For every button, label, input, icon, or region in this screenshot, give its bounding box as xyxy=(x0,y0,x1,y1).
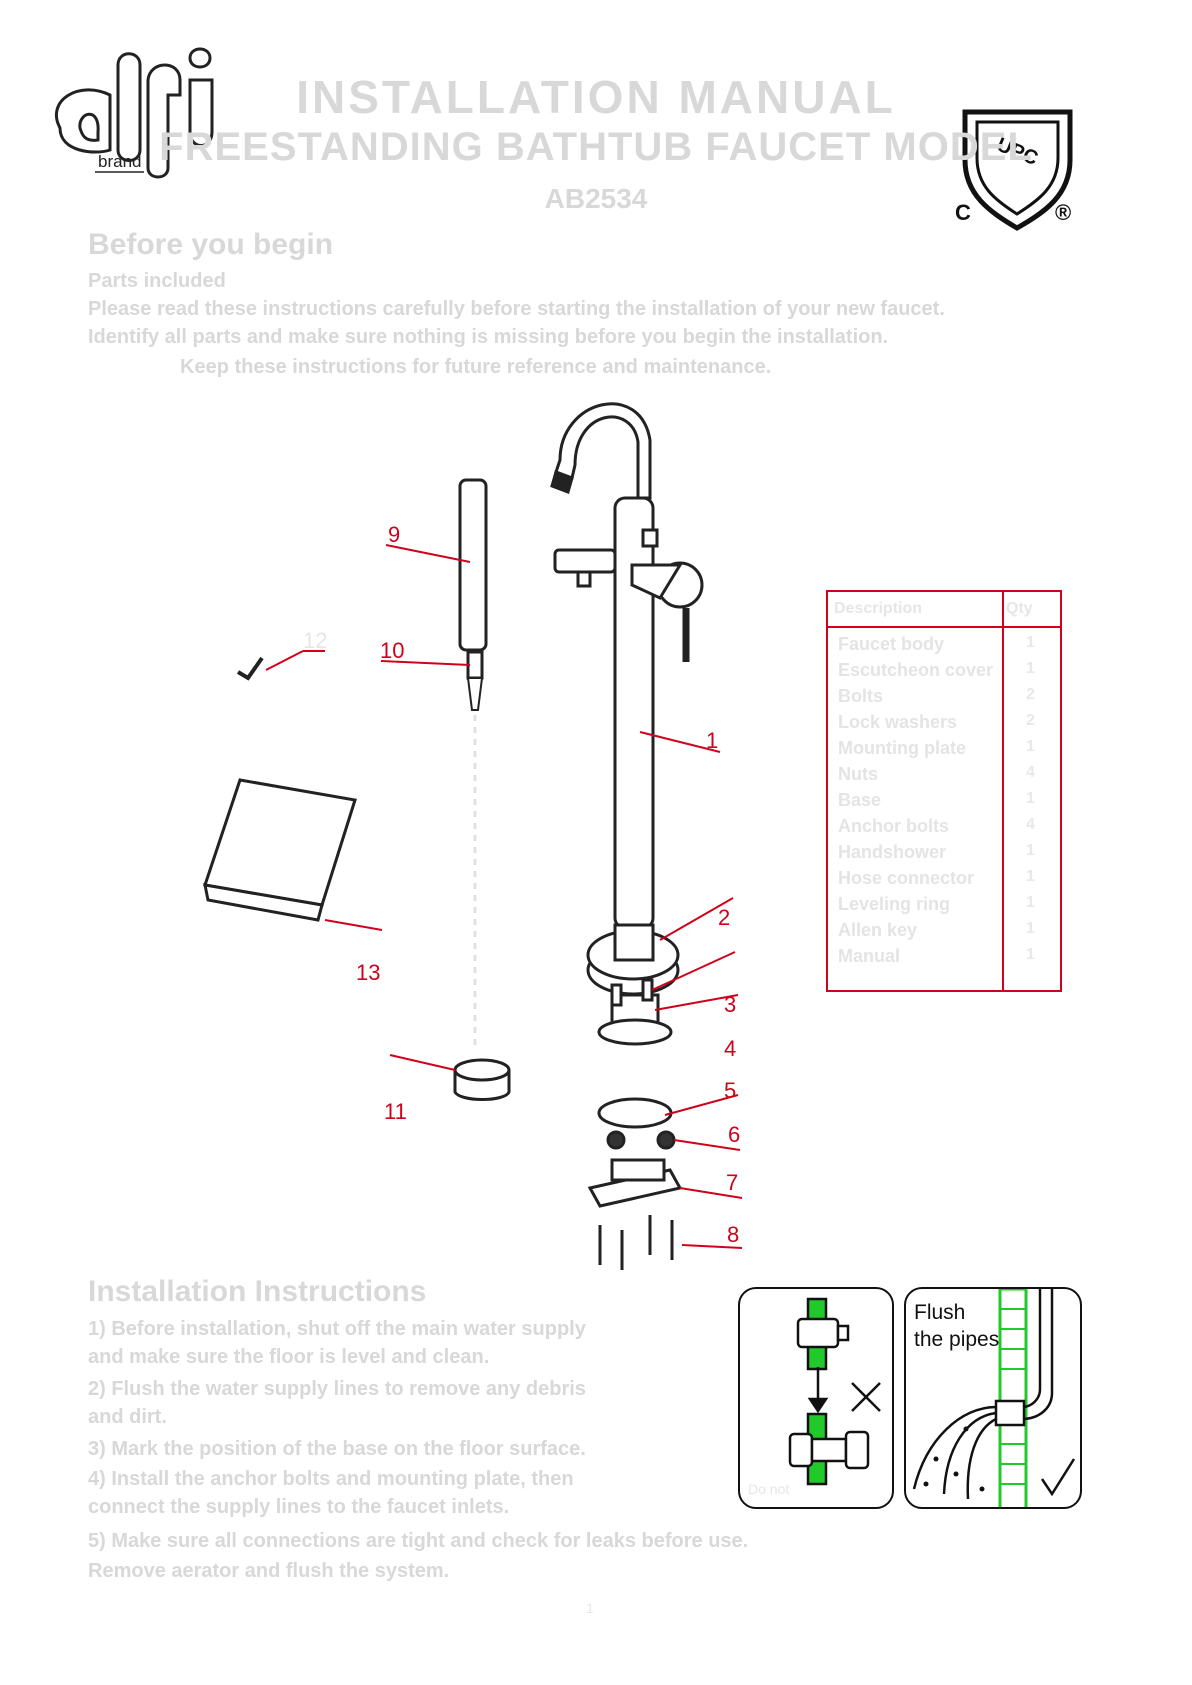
parts-qty: 2 xyxy=(1026,712,1035,729)
callout-3: 3 xyxy=(724,992,736,1017)
intro-line-3: Keep these instructions for future refer… xyxy=(180,356,772,378)
handshower xyxy=(458,478,488,652)
instruction-line: 4) Install the anchor bolts and mounting… xyxy=(88,1468,574,1490)
logo-brand-text: brand xyxy=(98,152,141,171)
section-heading-installation: Installation Instructions xyxy=(88,1275,427,1308)
parts-row: Base xyxy=(838,790,882,810)
callout-12: 12 xyxy=(303,628,327,653)
parts-qty: 1 xyxy=(1026,738,1035,755)
instruction-line: and dirt. xyxy=(88,1406,167,1428)
parts-row: Anchor bolts xyxy=(838,816,949,836)
mounting-plate xyxy=(597,1097,673,1129)
callout-8: 8 xyxy=(727,1222,739,1247)
instruction-line: 3) Mark the position of the base on the … xyxy=(88,1438,586,1460)
parts-qty: 1 xyxy=(1026,660,1035,677)
flush-label: Flush the pipes xyxy=(914,1299,999,1353)
parts-row: Manual xyxy=(838,946,901,966)
warning-caption: Do not xyxy=(748,1481,789,1497)
incorrect-installation-figure: Do not xyxy=(738,1287,894,1509)
parts-qty: 1 xyxy=(1026,946,1035,963)
alfi-brand-logo: brand xyxy=(54,47,214,179)
instruction-line: 2) Flush the water supply lines to remov… xyxy=(88,1378,586,1400)
manual-title: INSTALLATION MANUAL xyxy=(296,71,896,123)
intro-line-1: Please read these instructions carefully… xyxy=(88,298,945,320)
allen-key xyxy=(236,656,264,681)
flush-pipes-figure: Flush the pipes xyxy=(904,1287,1082,1509)
model-number: AB2534 xyxy=(544,183,648,214)
parts-row: Faucet body xyxy=(838,634,945,654)
parts-row: Allen key xyxy=(838,920,918,940)
parts-row: Mounting plate xyxy=(838,738,966,758)
callout-7: 7 xyxy=(726,1170,738,1195)
instruction-line: 1) Before installation, shut off the mai… xyxy=(88,1318,586,1340)
parts-qty: 1 xyxy=(1026,920,1035,937)
parts-qty: 1 xyxy=(1026,842,1035,859)
parts-row: Lock washers xyxy=(838,712,958,732)
parts-qty: 4 xyxy=(1026,816,1035,833)
exploded-parts-drawing: 9 10 12 1 2 13 3 4 5 11 6 7 8 xyxy=(203,402,743,1270)
parts-row: Bolts xyxy=(838,686,883,706)
manual-booklet xyxy=(203,778,357,907)
parts-row: Handshower xyxy=(838,842,947,862)
callout-10: 10 xyxy=(380,638,404,663)
section-subheading-parts: Parts included xyxy=(88,270,226,292)
parts-col-qty: Qty xyxy=(1006,600,1033,617)
parts-qty: 1 xyxy=(1026,894,1035,911)
section-heading-before: Before you begin xyxy=(88,228,334,261)
parts-row: Leveling ring xyxy=(838,894,951,914)
parts-row: Escutcheon cover xyxy=(838,660,994,680)
upc-c-text: C xyxy=(955,200,971,225)
parts-qty: 1 xyxy=(1026,868,1035,885)
parts-qty: 1 xyxy=(1026,634,1035,651)
intro-line-2: Identify all parts and make sure nothing… xyxy=(88,326,889,348)
parts-qty: 2 xyxy=(1026,686,1035,703)
callout-1: 1 xyxy=(706,728,718,753)
callout-13: 13 xyxy=(356,960,380,985)
callout-11: 11 xyxy=(384,1099,407,1124)
instruction-line: Remove aerator and flush the system. xyxy=(88,1560,450,1582)
callout-4: 4 xyxy=(724,1036,736,1061)
parts-row: Hose connector xyxy=(838,868,975,888)
upc-certification-icon: UPC C ® xyxy=(955,109,1073,231)
callout-9: 9 xyxy=(388,522,400,547)
parts-table: Description Qty Faucet body Escutcheon c… xyxy=(826,590,1062,992)
page-number: 1 xyxy=(586,1600,594,1616)
callout-6: 6 xyxy=(728,1122,740,1147)
parts-col-description: Description xyxy=(834,600,923,617)
instruction-line: and make sure the floor is level and cle… xyxy=(88,1346,490,1368)
callout-2: 2 xyxy=(718,905,730,930)
parts-qty: 4 xyxy=(1026,764,1035,781)
manual-subtitle: FREESTANDING BATHTUB FAUCET MODEL xyxy=(159,125,1033,169)
callout-5: 5 xyxy=(724,1078,736,1103)
upc-registered-text: ® xyxy=(1055,200,1071,225)
parts-row: Nuts xyxy=(838,764,878,784)
flush-label-line2: the pipes xyxy=(914,1328,1000,1351)
instruction-line: 5) Make sure all connections are tight a… xyxy=(88,1530,749,1552)
instruction-line: connect the supply lines to the faucet i… xyxy=(88,1496,510,1518)
parts-qty: 1 xyxy=(1026,790,1035,807)
faucet-body xyxy=(613,496,655,930)
flush-label-line1: Flush xyxy=(914,1301,966,1324)
